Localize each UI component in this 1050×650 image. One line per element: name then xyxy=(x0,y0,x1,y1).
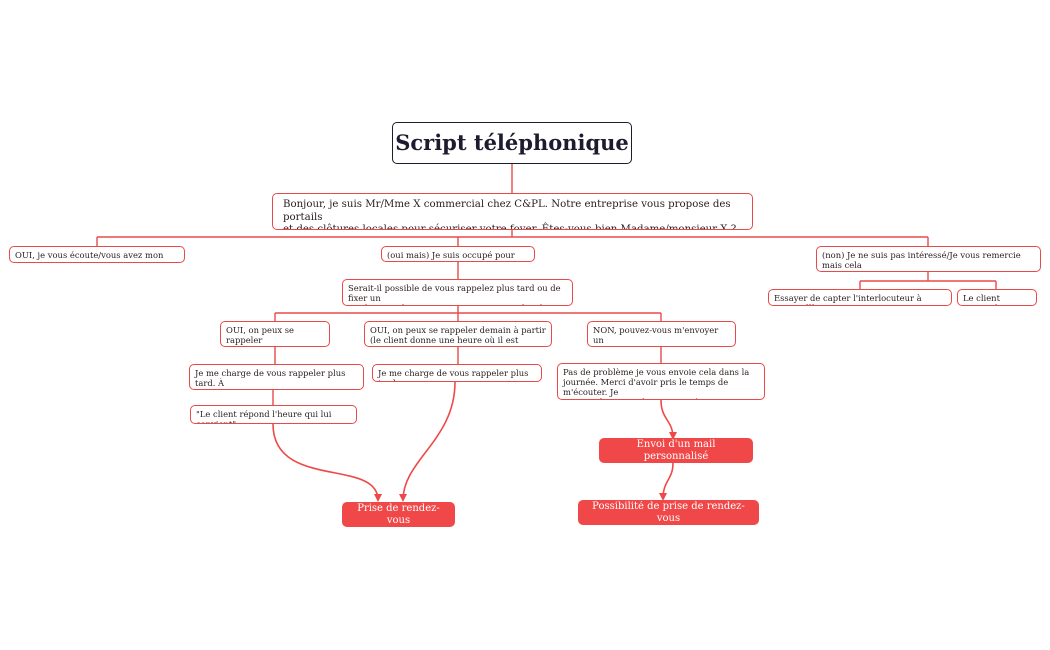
node-possibilite-rendez-vous[interactable]: Possibilité de prise de rendez-vous xyxy=(578,500,759,525)
arrow-clientrepond-prise xyxy=(272,423,382,502)
link-intro-children xyxy=(96,230,929,246)
node-non-mail[interactable]: NON, pouvez-vous m'envoyer un mail pour … xyxy=(587,321,736,347)
node-essayer-capter[interactable]: Essayer de capter l'interlocuteur à notr… xyxy=(768,289,952,306)
node-client-repond-heure[interactable]: "Le client répond l'heure qui lui convie… xyxy=(190,405,357,424)
node-intro[interactable]: Bonjour, je suis Mr/Mme X commercial che… xyxy=(272,193,753,230)
node-envoi-mail[interactable]: Envoi d'un mail personnalisé xyxy=(599,438,753,463)
node-oui-demain[interactable]: OUI, on peux se rappeler demain à partir… xyxy=(364,321,552,347)
node-prise-rendez-vous[interactable]: Prise de rendez-vous xyxy=(342,502,455,527)
arrow-envoi-possibilite xyxy=(659,462,674,501)
node-pas-de-probleme[interactable]: Pas de problème je vous envoie cela dans… xyxy=(557,363,765,400)
link-seraitil-children xyxy=(274,306,662,321)
node-oui-mais[interactable]: (oui mais) Je suis occupé pour l'instant… xyxy=(381,246,535,262)
link-non-children xyxy=(859,272,997,289)
node-charge-rappel-heure[interactable]: Je me charge de vous rappeler plus tard.… xyxy=(189,364,364,390)
node-client-raccroche[interactable]: Le client raccroche xyxy=(957,289,1037,306)
node-non-interesse[interactable]: (non) Je ne suis pas intéressé/Je vous r… xyxy=(816,246,1041,272)
node-charge-rappel[interactable]: Je me charge de vous rappeler plus tard. xyxy=(372,364,542,382)
arrow-chargesimple-prise xyxy=(399,381,456,502)
node-oui-quelques-heures[interactable]: OUI, on peux se rappeler dans quelques h… xyxy=(220,321,330,347)
root-topic-title[interactable]: Script téléphonique xyxy=(392,122,632,164)
node-serait-il-possible[interactable]: Serait-il possible de vous rappelez plus… xyxy=(342,279,573,306)
arrow-pasprobleme-envoi xyxy=(660,399,677,440)
node-oui-attention[interactable]: OUI, je vous écoute/vous avez mon attent… xyxy=(9,246,185,263)
